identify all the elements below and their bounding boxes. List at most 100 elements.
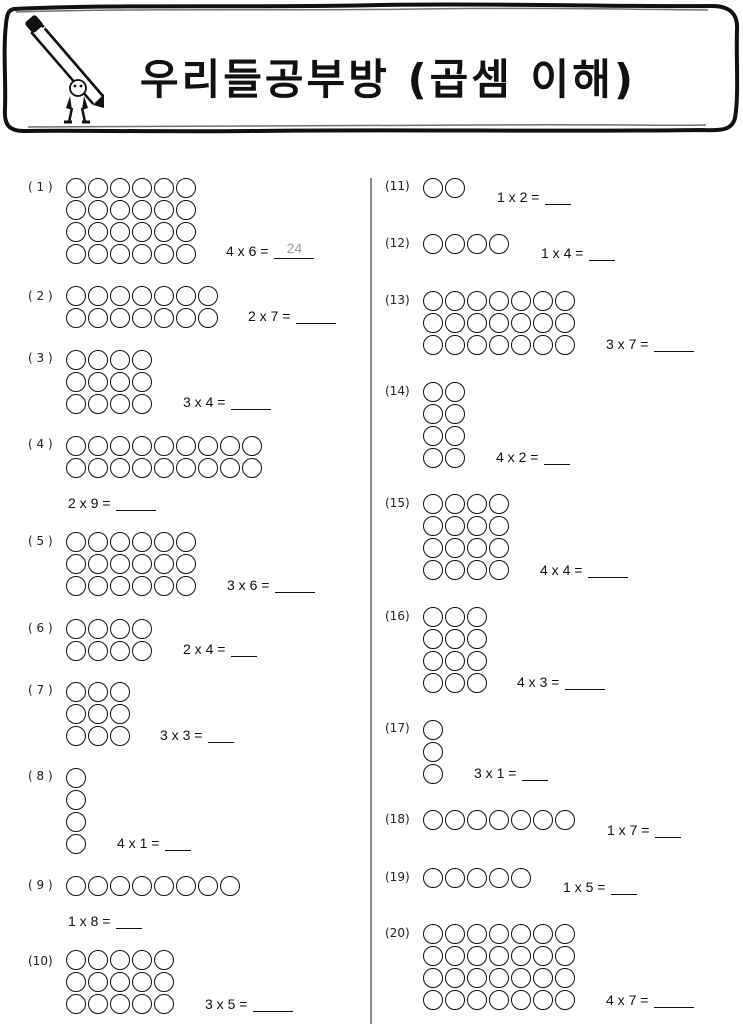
circle-icon [555,335,575,355]
circle-icon [445,404,465,424]
equation-text: 2 x 9 = [68,495,111,511]
circle-icon [423,516,443,536]
circle-icon [110,178,130,198]
circle-icon [423,673,443,693]
problem-number: (18) [385,812,410,826]
answer-blank[interactable] [208,724,235,743]
circle-icon [489,291,509,311]
circle-icon [423,234,443,254]
circle-icon [110,726,130,746]
answer-blank[interactable] [589,242,616,261]
circle-icon [110,394,130,414]
circle-icon [467,810,487,830]
circle-icon [132,394,152,414]
problem-number: (20) [385,926,410,940]
problem-number: ( 7 ) [28,683,53,697]
equation-text: 4 x 1 = [117,835,160,851]
problem-number: (17) [385,721,410,735]
circle-icon [533,968,553,988]
circle-icon [445,448,465,468]
circle-icon [132,222,152,242]
circle-icon [445,494,465,514]
circle-icon [110,641,130,661]
circle-icon [132,950,152,970]
circle-icon [66,458,86,478]
circle-icon [132,308,152,328]
answer-blank[interactable] [116,492,157,511]
circle-icon [110,704,130,724]
circle-icon [66,834,86,854]
answer-blank[interactable] [655,819,682,838]
circle-icon [88,308,108,328]
circle-icon [176,286,196,306]
equation-text: 1 x 8 = [68,913,111,929]
circle-icon [66,436,86,456]
circle-icon [511,335,531,355]
circle-icon [88,876,108,896]
circle-icon [467,924,487,944]
circle-icon [132,619,152,639]
circle-icon [533,291,553,311]
circle-icon [110,436,130,456]
answer-blank[interactable] [654,333,695,352]
equation-text: 4 x 4 = [540,562,583,578]
equation-text: 1 x 2 = [497,189,540,205]
answer-blank[interactable] [522,762,549,781]
circle-icon [132,244,152,264]
answer-blank[interactable] [545,186,572,205]
answer-blank[interactable] [654,989,695,1008]
circle-icon [66,178,86,198]
circle-icon [533,924,553,944]
circle-icon [423,946,443,966]
circle-icon [110,308,130,328]
circle-icon [88,619,108,639]
circle-icon [132,350,152,370]
circle-icon [445,968,465,988]
circle-icon [66,619,86,639]
circle-icon [88,726,108,746]
circle-icon [88,994,108,1014]
equation: 3 x 1 = [474,762,549,781]
circle-icon [110,200,130,220]
circle-icon [154,436,174,456]
circle-icon [220,458,240,478]
answer-blank[interactable] [275,574,316,593]
circle-icon [555,990,575,1010]
answer-blank[interactable] [611,876,638,895]
circle-icon [198,436,218,456]
equation-text: 4 x 6 = [226,243,269,259]
circle-icon [132,641,152,661]
equation-text: 1 x 7 = [607,822,650,838]
circle-icon [423,968,443,988]
circle-icon [198,458,218,478]
circle-icon [511,868,531,888]
answer-blank[interactable] [588,559,629,578]
circle-icon [511,291,531,311]
circle-icon [423,335,443,355]
circle-icon [555,810,575,830]
circle-icon [66,244,86,264]
circle-icon [423,651,443,671]
answer-blank[interactable] [296,305,337,324]
worksheet-header: 우리들공부방 (곱셈 이해) [0,0,743,140]
answer-blank[interactable] [116,910,143,929]
circle-icon [154,576,174,596]
answer-blank[interactable] [165,832,192,851]
answer-blank[interactable] [253,993,294,1012]
circle-icon [88,222,108,242]
answer-blank[interactable] [231,391,272,410]
answer-blank[interactable]: 24 [274,240,315,259]
equation: 1 x 7 = [607,819,682,838]
equation-text: 1 x 4 = [541,245,584,261]
circle-icon [132,532,152,552]
circle-icon [176,308,196,328]
problem-number: ( 5 ) [28,534,53,548]
answer-blank[interactable] [231,638,258,657]
header-frame [2,2,740,134]
circle-icon [66,394,86,414]
circle-icon [66,286,86,306]
equation: 1 x 4 = [541,242,616,261]
answer-blank[interactable] [544,446,571,465]
problem-number: ( 6 ) [28,621,53,635]
answer-blank[interactable] [565,671,606,690]
